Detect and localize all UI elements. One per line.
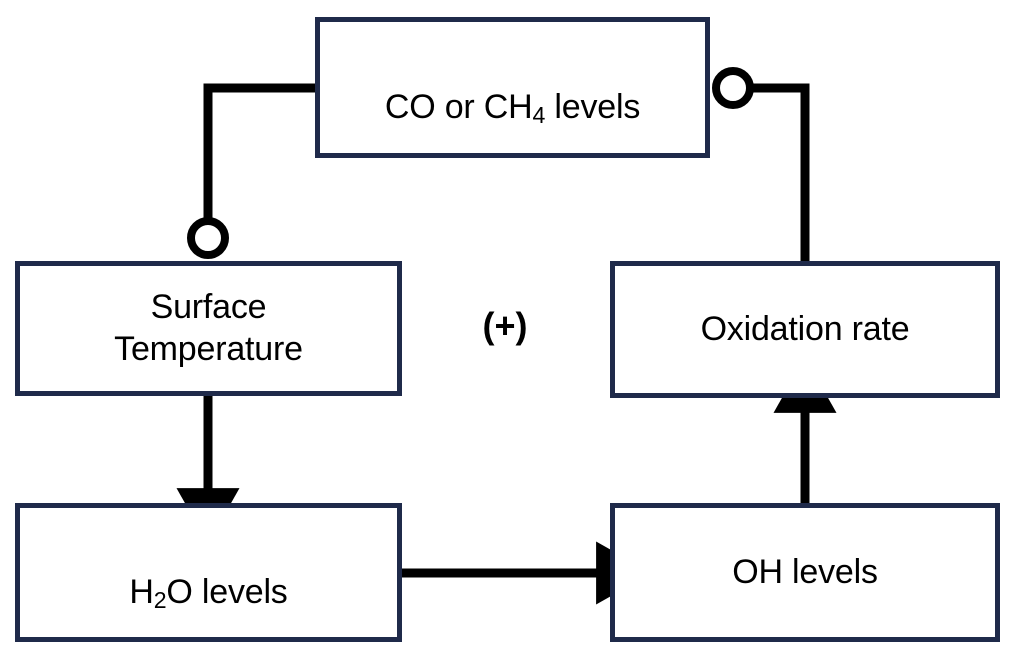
subscript-4: 4 bbox=[532, 102, 546, 129]
node-label-surface-temperature: Surface Temperature bbox=[114, 288, 303, 368]
node-oxidation-rate[interactable]: Oxidation rate bbox=[610, 261, 1000, 398]
circle-junction-icon bbox=[187, 217, 229, 259]
node-co-ch4-levels[interactable]: CO or CH4 levels bbox=[315, 17, 710, 158]
node-surface-temperature[interactable]: Surface Temperature bbox=[15, 261, 402, 396]
edge-surface-temperature-to-co-ch4 bbox=[187, 83, 318, 259]
node-h2o-levels[interactable]: H2O levels bbox=[15, 503, 402, 642]
node-label-co-ch4-levels: CO or CH4 levels bbox=[384, 88, 641, 129]
node-label-oxidation-rate: Oxidation rate bbox=[700, 309, 910, 348]
feedback-polarity-label: (+) bbox=[482, 305, 528, 346]
edge-co-ch4-to-oxidation-rate bbox=[712, 67, 810, 264]
circle-junction-icon bbox=[712, 67, 754, 109]
node-label-h2o-levels: H2O levels bbox=[129, 573, 288, 614]
node-label-oh-levels: OH levels bbox=[732, 552, 878, 591]
node-oh-levels[interactable]: OH levels bbox=[610, 503, 1000, 642]
subscript-2: 2 bbox=[153, 587, 167, 614]
